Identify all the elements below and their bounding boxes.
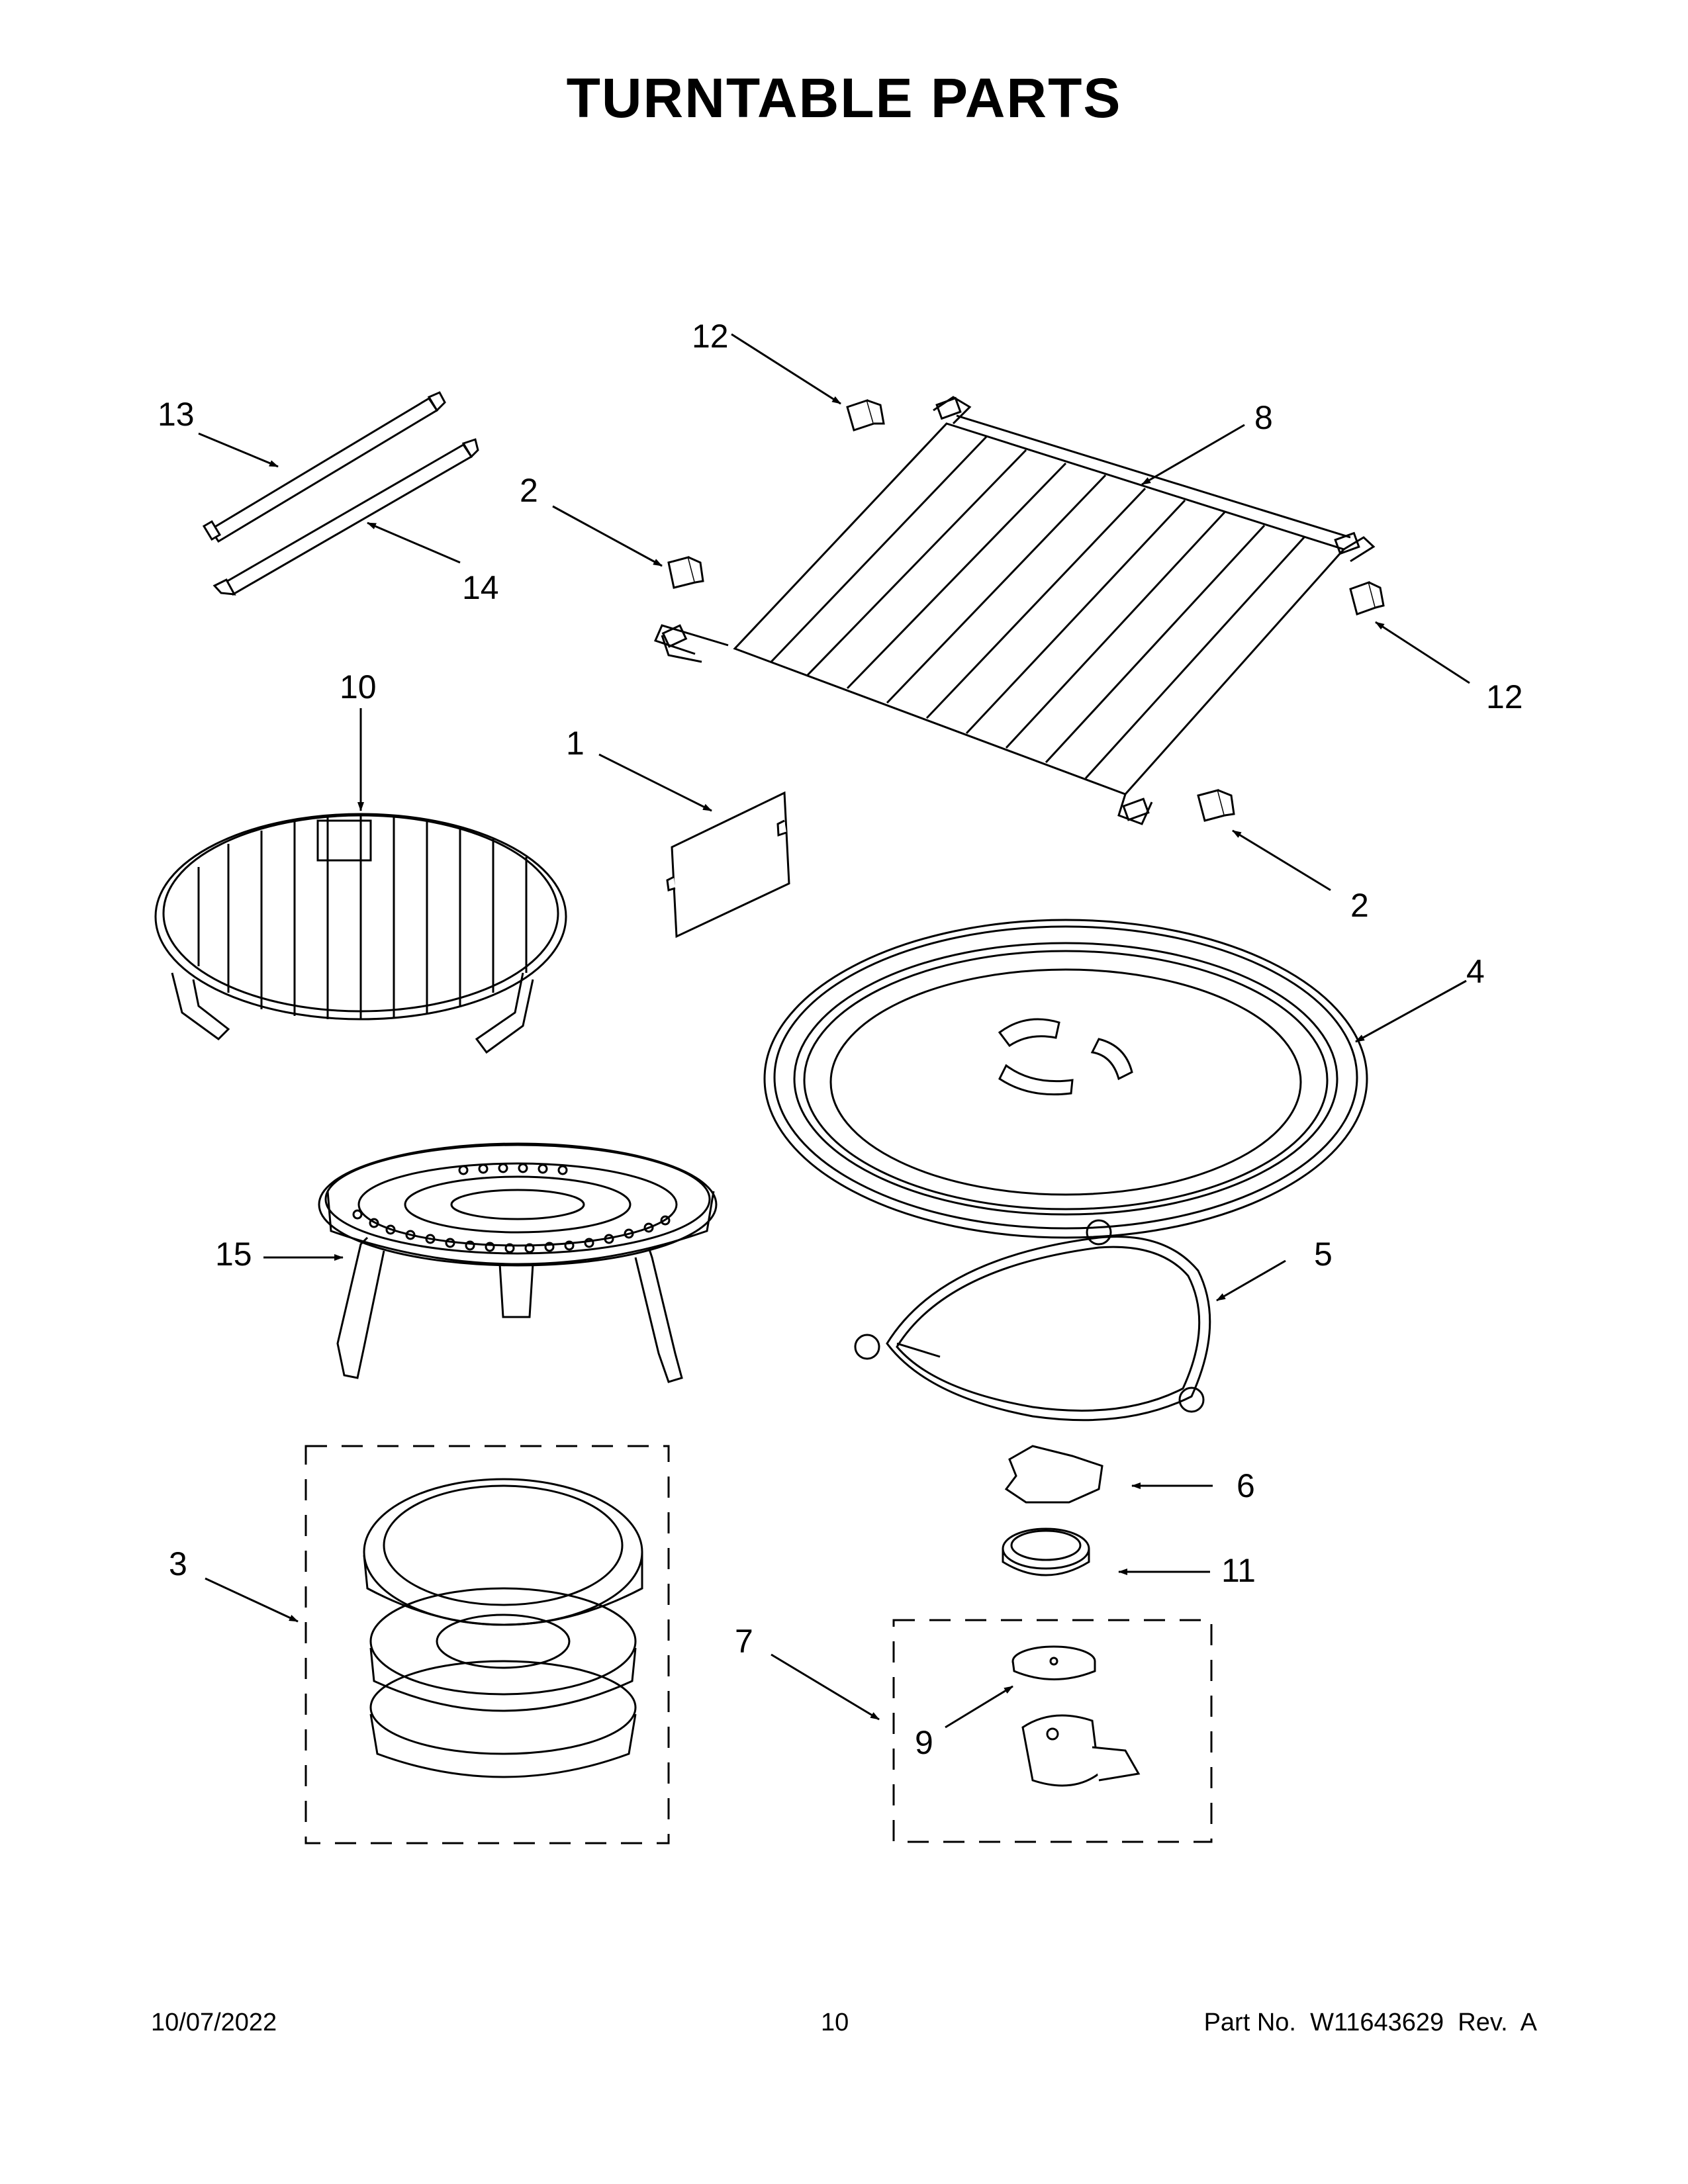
callout-15: 15 xyxy=(215,1236,252,1273)
clip-part-2-right xyxy=(1197,789,1235,822)
rod-part-13 xyxy=(202,391,446,543)
footer-part-number: Part No. W11643629 Rev. A xyxy=(1203,2009,1537,2036)
page-title: TURNTABLE PARTS xyxy=(566,67,1122,129)
coupler-part-6 xyxy=(1004,1445,1103,1504)
callout-1: 1 xyxy=(566,725,585,762)
clip-part-2-left xyxy=(667,556,704,589)
steamer-part-3 xyxy=(363,1478,643,1778)
motor-part-7 xyxy=(1021,1714,1141,1787)
callout-3: 3 xyxy=(169,1545,187,1582)
turntable-tray-part-4 xyxy=(763,919,1368,1239)
callout-13: 13 xyxy=(158,396,195,433)
callout-2-right: 2 xyxy=(1350,887,1369,924)
footer-date: 10/07/2022 xyxy=(151,2009,277,2036)
callout-9: 9 xyxy=(915,1724,933,1761)
plate-part-9 xyxy=(1011,1645,1096,1680)
callout-leaders xyxy=(198,333,1470,1729)
callout-12-right: 12 xyxy=(1486,678,1523,715)
callout-7: 7 xyxy=(735,1623,753,1660)
clip-part-12-right xyxy=(1349,581,1385,615)
kit-box-part-3 xyxy=(305,1445,670,1844)
ring-part-11 xyxy=(1002,1527,1090,1576)
callout-8: 8 xyxy=(1254,399,1273,436)
round-rack-part-10 xyxy=(154,813,567,1054)
footer-page-number: 10 xyxy=(821,2009,849,2036)
callout-5: 5 xyxy=(1314,1236,1333,1273)
callout-10: 10 xyxy=(340,668,377,705)
callout-12-top: 12 xyxy=(692,318,729,355)
grill-pan-part-15 xyxy=(318,1142,718,1383)
clip-part-12-top xyxy=(846,399,885,432)
callout-6: 6 xyxy=(1237,1467,1255,1504)
callout-14: 14 xyxy=(462,569,499,606)
callout-4: 4 xyxy=(1466,953,1485,990)
callout-11: 11 xyxy=(1221,1552,1256,1589)
callout-2-left: 2 xyxy=(520,472,538,509)
cover-part-1 xyxy=(666,791,790,938)
kit-box-part-7 xyxy=(892,1619,1213,1843)
roller-ring-part-5 xyxy=(854,1219,1211,1422)
rack-part-8 xyxy=(653,396,1376,825)
rod-part-14 xyxy=(212,438,479,596)
